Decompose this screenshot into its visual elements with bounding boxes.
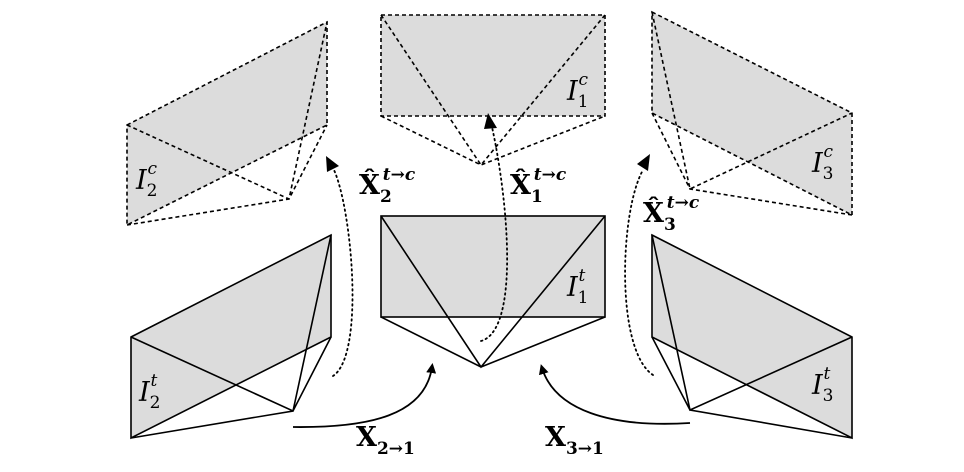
target-frustum-3: [651, 234, 853, 439]
target-camera-2: [130, 233, 332, 440]
label-Xhat2: X̂2t→c: [359, 165, 416, 207]
canonical-frustum-3: [651, 11, 853, 216]
target-camera-1: [380, 215, 606, 369]
canonical-camera-1: [380, 14, 606, 167]
label-Xhat3: X̂3t→c: [643, 193, 700, 235]
target-image-plane-1: [380, 215, 606, 318]
target-frustum-2: [130, 234, 332, 439]
target-frustum-1: [380, 215, 606, 369]
target-image-plane-2: [130, 233, 332, 440]
label-I3c: I3c: [811, 142, 834, 184]
arrow-hat-1-head: [484, 113, 497, 129]
arrow-2-to-1: [292, 363, 437, 428]
arrow-hat-1: [480, 126, 509, 342]
arrow-hat-2-head: [326, 156, 339, 172]
label-I3t: I3t: [811, 364, 834, 406]
canonical-image-plane-1: [380, 14, 606, 117]
arrow-hat-3-head: [637, 154, 650, 171]
label-Xhat1: X̂1t→c: [510, 165, 567, 207]
canonical-camera-2: [126, 20, 328, 227]
label-I1c: I1c: [566, 70, 589, 112]
label-I2t: I2t: [138, 371, 161, 413]
canonical-image-plane-3: [651, 10, 853, 217]
canonical-frustum-1: [380, 14, 606, 167]
canonical-camera-3: [651, 10, 853, 217]
canonical-frustum-2: [126, 21, 328, 226]
label-I1t: I1t: [566, 266, 589, 308]
target-image-plane-3: [651, 233, 853, 440]
arrow-3-to-1: [539, 364, 691, 425]
target-camera-3: [651, 233, 853, 440]
canonical-image-plane-2: [126, 20, 328, 227]
label-I2c: I2c: [135, 159, 158, 201]
label-X3to1: X3→1: [545, 422, 604, 459]
arrow-hat-2: [332, 169, 354, 377]
label-X2to1: X2→1: [356, 422, 415, 459]
